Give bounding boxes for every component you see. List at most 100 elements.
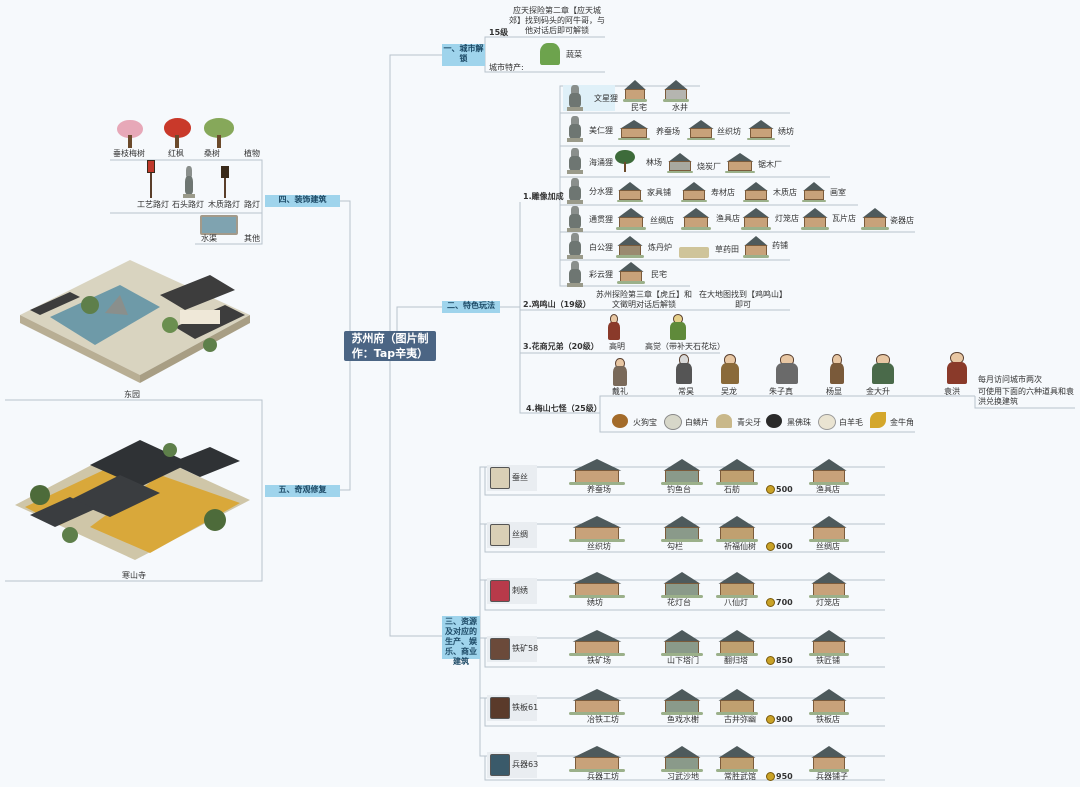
- resource-icon: [490, 754, 510, 776]
- statues-title: 1.雕像加成: [523, 192, 564, 201]
- coin-icon: [766, 485, 775, 494]
- building-label: 瓦片店: [832, 214, 856, 223]
- coin-icon: [766, 598, 775, 607]
- statue-icon: [566, 85, 584, 111]
- category-special-gameplay[interactable]: 二、特色玩法: [442, 301, 500, 313]
- building-label: 渔具店: [716, 214, 740, 223]
- building-label: 烧炭厂: [697, 162, 721, 171]
- entertainment-building-icon: [660, 516, 704, 542]
- category-resources[interactable]: 三、资源及对应的生产、娱乐、商业建筑: [442, 616, 480, 666]
- building-label: 绣坊: [778, 127, 794, 136]
- building-icon: [742, 236, 770, 258]
- black-bead-icon: [766, 414, 782, 428]
- resource-name: 刺绣: [512, 586, 528, 595]
- building-icon: [615, 208, 647, 230]
- character-icon: [770, 354, 804, 384]
- mulberry-tree-icon: [202, 118, 236, 148]
- production-building-icon: [568, 630, 626, 656]
- building-label: 画室: [830, 188, 846, 197]
- entertainment-building-name: 祈福仙树: [724, 542, 756, 551]
- resource-icon: [490, 524, 510, 546]
- building-icon: [616, 262, 646, 284]
- shop-building-name: 灯笼店: [816, 598, 840, 607]
- character-name: 杨显: [826, 387, 842, 396]
- field-icon: [678, 240, 710, 258]
- jiming-note-2: 在大地图找到【鸡鸣山】即可: [699, 290, 787, 309]
- resource-name: 铁矿58: [512, 644, 539, 653]
- lamp-name: 木质路灯: [208, 200, 240, 209]
- building-icon: [746, 120, 776, 140]
- craft-lamp-icon: [144, 160, 158, 198]
- building-label: 民宅: [651, 270, 667, 279]
- category-city-unlock[interactable]: 一、城市解锁: [442, 44, 485, 66]
- central-topic[interactable]: 苏州府（图片制作：Tap辛夷）: [344, 331, 436, 361]
- building-label: 锯木厂: [758, 160, 782, 169]
- canal-icon: [200, 215, 238, 235]
- entertainment-building-icon: [715, 572, 759, 598]
- jiming-note-1: 苏州探险第三章【虎丘】和文徵明对话后解锁: [596, 290, 692, 309]
- building-icon: [801, 182, 827, 202]
- shop-building-name: 丝绸店: [816, 542, 840, 551]
- entertainment-building-icon: [660, 689, 704, 715]
- statue-icon: [566, 233, 584, 259]
- entertainment-building-icon: [715, 459, 759, 485]
- building-icon: [800, 208, 830, 230]
- white-wool-icon: [818, 414, 836, 430]
- statue-name: 海涌狸: [589, 158, 613, 167]
- item-name: 火狗宝: [633, 418, 657, 427]
- building-icon: [686, 120, 716, 140]
- entertainment-building-name: 常胜武馆: [724, 772, 756, 781]
- building-icon: [666, 153, 694, 173]
- entertainment-building-icon: [715, 516, 759, 542]
- character-name: 高觉（带补天石花坛）: [645, 342, 725, 351]
- building-label: 丝绸店: [650, 216, 674, 225]
- entertainment-building-name: 习武沙地: [667, 772, 699, 781]
- item-name: 金牛角: [890, 418, 914, 427]
- resource-name: 铁板61: [512, 703, 539, 712]
- entertainment-building-name: 翻归塔: [724, 656, 748, 665]
- building-icon: [617, 120, 651, 140]
- entertainment-building-icon: [660, 459, 704, 485]
- cost-value: 900: [776, 715, 793, 724]
- wood-lamp-icon: [218, 166, 232, 198]
- shop-building-icon: [808, 572, 850, 598]
- building-icon: [680, 182, 708, 202]
- statue-name: 美仁狸: [589, 126, 613, 135]
- entertainment-building-icon: [715, 746, 759, 772]
- production-building-icon: [568, 689, 626, 715]
- resource-icon: [490, 580, 510, 602]
- shop-building-icon: [808, 746, 850, 772]
- coin-icon: [766, 772, 775, 781]
- entertainment-building-name: 山下塔门: [667, 656, 699, 665]
- category-decorations[interactable]: 四、装饰建筑: [265, 195, 340, 207]
- character-name: 戴礼: [612, 387, 628, 396]
- resource-name: 丝绸: [512, 530, 528, 539]
- character-icon: [716, 354, 744, 384]
- statue-icon: [566, 206, 584, 232]
- building-label: 瓷器店: [890, 216, 914, 225]
- special-product: 蔬菜: [566, 50, 582, 59]
- coin-icon: [766, 715, 775, 724]
- statue-name: 彩云狸: [589, 270, 613, 279]
- building-label: 草药田: [715, 245, 739, 254]
- character-icon: [604, 314, 624, 340]
- lamps-label: 路灯: [244, 200, 260, 209]
- building-label: 炼丹炉: [648, 243, 672, 252]
- coin-icon: [766, 656, 775, 665]
- other-name: 水渠: [201, 234, 217, 243]
- cost-value: 700: [776, 598, 793, 607]
- building-label: 木质店: [773, 188, 797, 197]
- character-name: 吴龙: [721, 387, 737, 396]
- production-building-name: 养蚕场: [587, 485, 611, 494]
- cost-value: 600: [776, 542, 793, 551]
- green-fang-icon: [716, 414, 732, 428]
- category-wonders[interactable]: 五、奇观修复: [265, 485, 340, 497]
- plant-name: 垂枝梅树: [113, 149, 145, 158]
- entertainment-building-name: 鱼戏水榭: [667, 715, 699, 724]
- character-icon: [666, 314, 690, 340]
- entertainment-building-icon: [715, 630, 759, 656]
- jiming-title: 2.鸡鸣山（19级）: [523, 300, 591, 309]
- entertainment-building-name: 八仙灯: [724, 598, 748, 607]
- item-name: 白鳞片: [685, 418, 709, 427]
- resource-name: 蚕丝: [512, 473, 528, 482]
